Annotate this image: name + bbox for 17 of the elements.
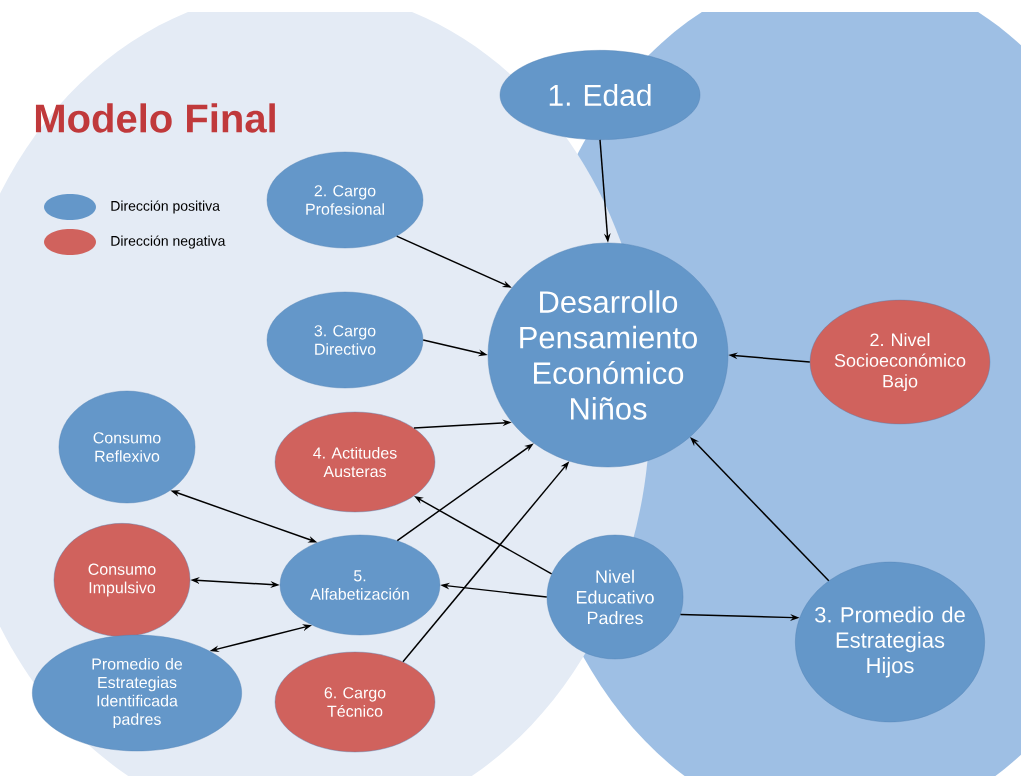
ellipse-node: 2. Nivel Socioeconómico Bajo	[809, 299, 991, 425]
ellipse-node: 5. Alfabetización	[279, 534, 441, 636]
title: Modelo Final	[35, 103, 275, 133]
ellipse-node: 1. Edad	[499, 50, 701, 140]
ellipse-node: Consumo Impulsivo	[53, 523, 191, 637]
ellipse-node: Promedio de Estrategias Identificada padres	[32, 634, 242, 752]
ellipse-node: Desarrollo Pensamiento Económico Niños	[487, 242, 729, 468]
legend-label: Dirección negativa	[111, 235, 226, 249]
ellipse-node: Consumo Reflexivo	[58, 390, 196, 504]
ellipse-node: 6. Cargo Técnico	[274, 651, 436, 753]
ellipse-node: 3. Cargo Directivo	[266, 291, 424, 389]
legend-label: Dirección positiva	[111, 200, 220, 214]
arrow	[690, 437, 830, 582]
ellipse-node: 4. Actitudes Austeras	[274, 411, 436, 513]
ellipse-node: Nivel Educativo Padres	[546, 534, 684, 660]
ellipse-node: 3. Promedio de Estrategias Hijos	[795, 561, 985, 723]
ellipse-node: 2. Cargo Profesional	[266, 151, 424, 249]
